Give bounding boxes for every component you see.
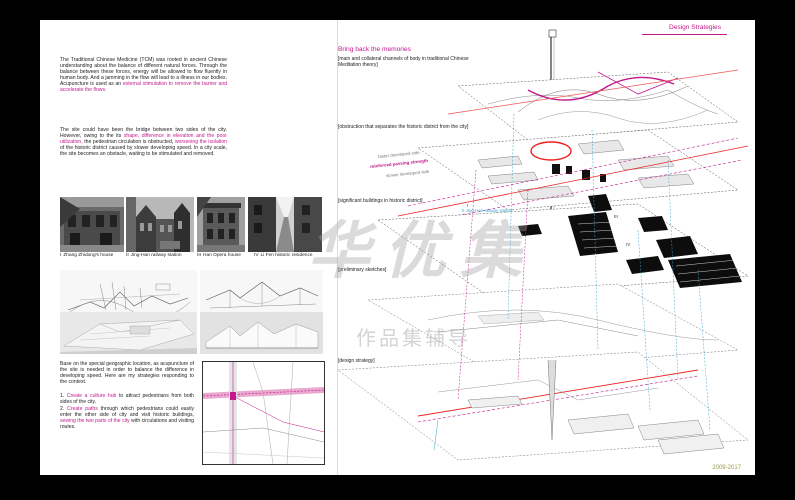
- highlighted-text: sewing the two parts of the city: [60, 418, 130, 425]
- diagram-title: Bring back the memories: [338, 46, 411, 53]
- section-title-rule: [642, 34, 727, 35]
- numeral-i: I: [467, 203, 469, 208]
- watermark-subtitle: 作品集辅导: [356, 326, 471, 350]
- site-paragraph: The site could have been the bridge betw…: [60, 127, 227, 157]
- label-meridian-layer: [main and collateral channels of body in…: [338, 56, 469, 68]
- label-preliminary-sketches: [preliminary sketches]: [338, 267, 387, 273]
- page-spine: [337, 20, 338, 475]
- portfolio-spread: The Traditional Chinese Medicine (TCM) w…: [40, 20, 755, 475]
- label-significant-buildings: [significant buildings in historic distr…: [338, 198, 423, 204]
- watermark-logo-text: 华优集: [308, 214, 537, 287]
- paragraph-text: The Traditional Chinese Medicine (TCM) w…: [60, 57, 227, 88]
- strategy-intro-paragraph: Base on the special geographic location,…: [60, 361, 194, 385]
- highlighted-text: Create paths: [67, 406, 98, 412]
- tcm-paragraph: The Traditional Chinese Medicine (TCM) w…: [60, 57, 227, 94]
- highlighted-text: shape, difference in elevation and the p…: [60, 133, 227, 146]
- paragraph-text: 2.: [60, 406, 68, 412]
- highlighted-text: Create a culture hub: [66, 393, 117, 399]
- numeral-iii: III: [614, 214, 618, 219]
- label-obstruction-layer: [obstruction that separates the historic…: [338, 124, 469, 130]
- highlighted-text: external stimulation to remove the barri…: [60, 81, 227, 94]
- paragraph-text: to attract pedestrians from both sides o…: [60, 393, 194, 406]
- model-photo-1: [60, 312, 197, 354]
- footer-years: 2009-2017: [712, 465, 741, 471]
- numeral-iv: IV: [626, 242, 631, 247]
- photo-li-fen-historic-residence: [248, 197, 322, 252]
- highlighted-text: worsening the isolation: [174, 139, 227, 146]
- strategy-2-paragraph: 2. Create paths through which pedestrian…: [60, 406, 194, 430]
- section-title: Design Strategies: [668, 24, 721, 31]
- strategy-1-paragraph: 1. Create a culture hub to attract pedes…: [60, 393, 194, 405]
- sketch-elevation-1: [60, 270, 197, 320]
- photo-jing-han-railway-station: [126, 197, 194, 252]
- model-photo-2: [200, 312, 323, 354]
- label-design-strategy: [design strategy]: [338, 358, 375, 364]
- paragraph-text: 1.: [60, 393, 67, 399]
- label-railway-station: II Jing-Han railway station: [462, 208, 513, 213]
- paragraph-text: the pedestrian circulation is obstructed…: [82, 139, 175, 146]
- exploded-axonometric-diagram: [338, 29, 749, 461]
- paragraph-text: The site could have been the bridge betw…: [60, 127, 227, 140]
- site-plan-map: [202, 361, 325, 465]
- paragraph-text: of the historic district caused by slowe…: [60, 145, 227, 158]
- paragraph-text: through which pedestrians could easily e…: [60, 406, 195, 419]
- photo-han-opera-house: [197, 197, 245, 252]
- paragraph-text: Base on the special geographic location,…: [60, 361, 194, 386]
- sketch-elevation-2: [200, 270, 323, 320]
- photo-zhang-zhidong-house: [60, 197, 124, 252]
- paragraph-text: with circulations and visiting routes.: [60, 418, 194, 431]
